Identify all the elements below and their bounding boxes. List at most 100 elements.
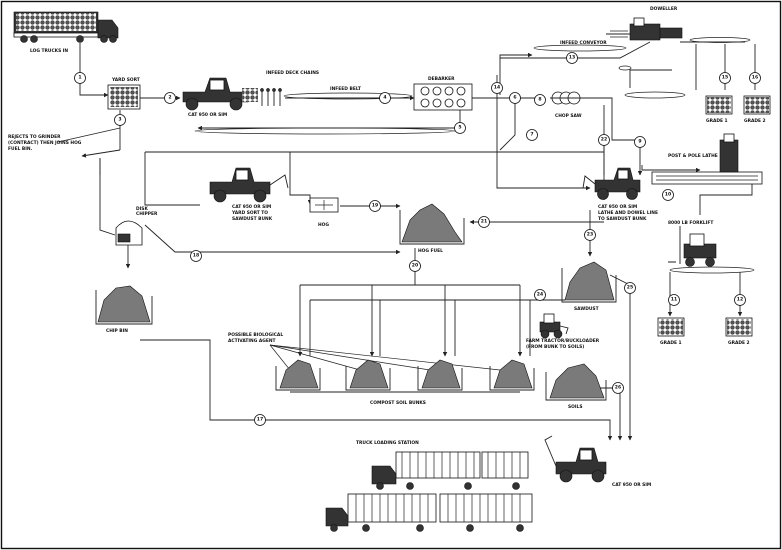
compost-bunk-1 [275, 359, 321, 391]
label-grade1-top: GRADE 1 [706, 118, 728, 124]
log-truck-icon [13, 11, 119, 43]
compost-bunk-4 [489, 359, 535, 391]
label-grade1-bottom: GRADE 1 [660, 340, 682, 346]
label-cat-lathe-3: TO SAWDUST BUNK [598, 216, 647, 222]
label-post-pole-lathe: POST & POLE LATHE [668, 153, 718, 159]
label-chop-saw: CHOP SAW [555, 113, 582, 119]
forklift-icon [668, 226, 717, 267]
sawdust-pile [561, 261, 617, 303]
svg-text:11: 11 [671, 297, 677, 303]
node-15: 15 [719, 72, 731, 84]
grade-stack-bottom-1-icon [657, 317, 685, 337]
loader-lathe-icon [582, 167, 641, 200]
svg-text:18: 18 [193, 253, 199, 259]
label-grade2-top: GRADE 2 [744, 118, 766, 124]
svg-text:19: 19 [372, 203, 378, 209]
flow-lines [57, 37, 756, 441]
chop-saw-icon [550, 91, 585, 105]
label-disk-chipper-2: CHIPPER [136, 211, 158, 217]
loader-yard-icon [209, 167, 289, 203]
label-compost: COMPOST SOIL BUNKS [370, 400, 426, 406]
label-chip-bin: CHIP BIN [106, 328, 128, 334]
grade-stack-bottom-2-icon [725, 317, 753, 337]
hog-fuel-pile [399, 203, 465, 245]
label-farm-1: FARM TRACTOR/BUCKLOADER [526, 338, 600, 344]
label-cat-yard-1: CAT 950 OR SIM [232, 204, 271, 210]
svg-text:22: 22 [601, 137, 607, 143]
label-rejects-3: FUEL BIN. [8, 146, 33, 152]
chip-bin-pile [95, 285, 153, 325]
label-rejects-1: REJECTS TO GRINDER [8, 134, 61, 140]
truck-upper-icon [371, 451, 529, 490]
doweller-icon [606, 17, 683, 41]
hog-icon [309, 197, 339, 213]
node-26: 26 [612, 382, 624, 394]
svg-text:2: 2 [168, 95, 171, 101]
svg-text:25: 25 [627, 285, 633, 291]
label-doweller: DOWELLER [650, 6, 678, 12]
node-2: 2 [164, 92, 176, 104]
label-infeed-belt: INFEED BELT [330, 86, 361, 92]
node-13: 13 [566, 52, 578, 64]
label-cat-lathe-1: CAT 950 OR SIM [598, 204, 637, 210]
label-cat950-top: CAT 950 OR SIM [188, 112, 227, 118]
node-4: 4 [379, 92, 391, 104]
post-pole-lathe-icon [651, 133, 763, 185]
svg-text:1: 1 [78, 75, 81, 81]
svg-text:26: 26 [615, 385, 621, 391]
node-24: 24 [534, 289, 546, 301]
svg-text:21: 21 [481, 219, 487, 225]
soils-pile [545, 363, 607, 401]
node-17: 17 [254, 414, 266, 426]
node-19: 19 [369, 200, 381, 212]
label-infeed-deck: INFEED DECK CHAINS [266, 70, 319, 76]
svg-text:4: 4 [383, 95, 386, 101]
node-22: 22 [598, 134, 610, 146]
label-forklift: 8000 LB FORKLIFT [668, 220, 713, 226]
node-11: 11 [668, 294, 680, 306]
label-rejects-2: (CONTRACT) THEN JOINS HOG [8, 140, 82, 146]
label-hog: HOG [318, 222, 329, 228]
node-12: 12 [734, 294, 746, 306]
svg-text:12: 12 [737, 297, 743, 303]
yard-sort-icon [107, 84, 141, 110]
disk-chipper-icon [115, 220, 143, 246]
node-25: 25 [624, 282, 636, 294]
svg-text:9: 9 [638, 139, 641, 145]
label-debarker: DEBARKER [428, 76, 455, 82]
grade-stack-top-1-icon [705, 95, 733, 115]
node-9: 9 [634, 136, 646, 148]
node-7: 7 [526, 129, 538, 141]
svg-text:15: 15 [722, 75, 728, 81]
infeed-deck-chains-icon [260, 88, 282, 106]
label-log-trucks: LOG TRUCKS IN [30, 48, 68, 54]
label-cat-yard-2: YARD SORT TO [231, 210, 268, 216]
label-hog-fuel: HOG FUEL [418, 248, 443, 254]
loader-bottom-icon [544, 435, 607, 483]
compost-bunk-2 [345, 359, 391, 391]
label-cat950-bottom: CAT 950 OR SIM [612, 482, 651, 488]
debarker-icon [413, 83, 473, 111]
label-grade2-bottom: GRADE 2 [728, 340, 750, 346]
label-disk-chipper-1: DISK [136, 206, 148, 212]
label-cat-yard-3: SAWDUST BUNK [232, 216, 273, 222]
svg-text:16: 16 [752, 75, 758, 81]
node-14: 14 [491, 82, 503, 94]
node-18: 18 [190, 250, 202, 262]
node-16: 16 [749, 72, 761, 84]
label-truck-loading: TRUCK LOADING STATION [356, 440, 419, 446]
svg-text:8: 8 [538, 97, 541, 103]
grade-stack-top-2-icon [743, 95, 771, 115]
label-bio-2: ACTIVATING AGENT [228, 338, 276, 344]
node-6: 6 [509, 92, 521, 104]
compost-bunk-3 [417, 359, 463, 391]
svg-text:17: 17 [257, 417, 263, 423]
svg-text:14: 14 [494, 85, 500, 91]
text-labels: LOG TRUCKS IN YARD SORT CAT 950 OR SIM I… [8, 6, 766, 488]
label-farm-2: (FROM BUNK TO SOILS) [526, 344, 584, 350]
svg-text:3: 3 [118, 117, 121, 123]
label-bio-1: POSSIBLE BIOLOGICAL [228, 332, 283, 338]
node-23: 23 [584, 229, 596, 241]
